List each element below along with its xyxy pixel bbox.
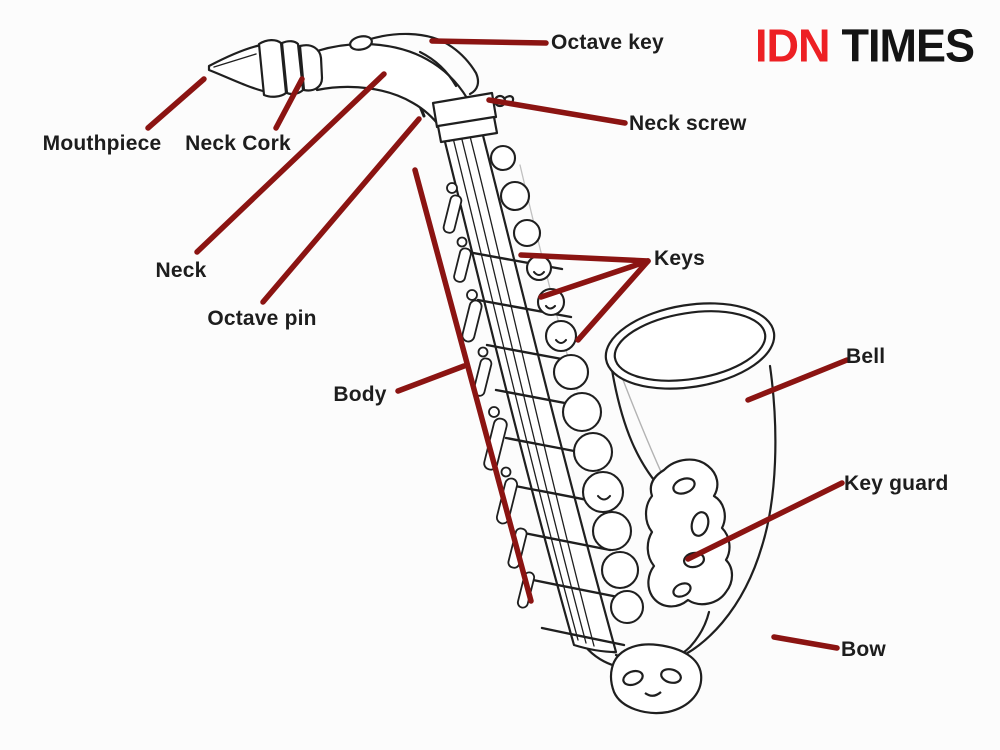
leader-line-keys-2 <box>538 258 651 300</box>
leader-line-body-main <box>412 167 534 604</box>
label-octave-key: Octave key <box>551 31 664 54</box>
leader-line-bow <box>771 634 840 651</box>
label-bow: Bow <box>841 638 886 661</box>
label-keys: Keys <box>654 247 706 270</box>
label-neck: Neck <box>155 259 207 282</box>
label-mouthpiece: Mouthpiece <box>42 132 162 155</box>
label-key-guard: Key guard <box>844 472 949 495</box>
label-body: Body <box>333 383 387 406</box>
label-neck-screw: Neck screw <box>629 112 747 135</box>
leader-line-body-stub <box>395 363 467 394</box>
leader-line-key-guard <box>685 480 845 562</box>
leader-line-neck <box>194 71 387 255</box>
label-neck-cork: Neck Cork <box>185 132 291 155</box>
key-guard-drawing <box>644 458 734 608</box>
label-octave-pin: Octave pin <box>207 307 317 330</box>
side-levers-drawing <box>442 182 536 609</box>
leader-line-bell <box>745 357 850 403</box>
bow-guard-drawing <box>609 643 703 715</box>
leader-line-neck-cork <box>273 76 305 131</box>
idn-times-logo: IDN TIMES <box>754 19 975 72</box>
leader-line-mouthpiece <box>145 76 207 131</box>
leader-line-neck-screw <box>486 97 628 126</box>
leader-line-octave-pin <box>260 116 422 305</box>
neck-cork-drawing <box>298 44 324 92</box>
neck-drawing <box>315 32 515 144</box>
leader-lines <box>145 38 850 651</box>
mouthpiece-drawing <box>207 39 324 98</box>
leader-line-keys-1 <box>518 252 651 264</box>
label-bell: Bell <box>846 345 886 368</box>
logo-idn: IDN <box>754 19 830 72</box>
body-drawing <box>415 97 618 654</box>
leader-line-keys-3 <box>575 258 651 343</box>
leader-line-octave-key <box>429 38 549 46</box>
logo-times: TIMES <box>841 19 975 72</box>
